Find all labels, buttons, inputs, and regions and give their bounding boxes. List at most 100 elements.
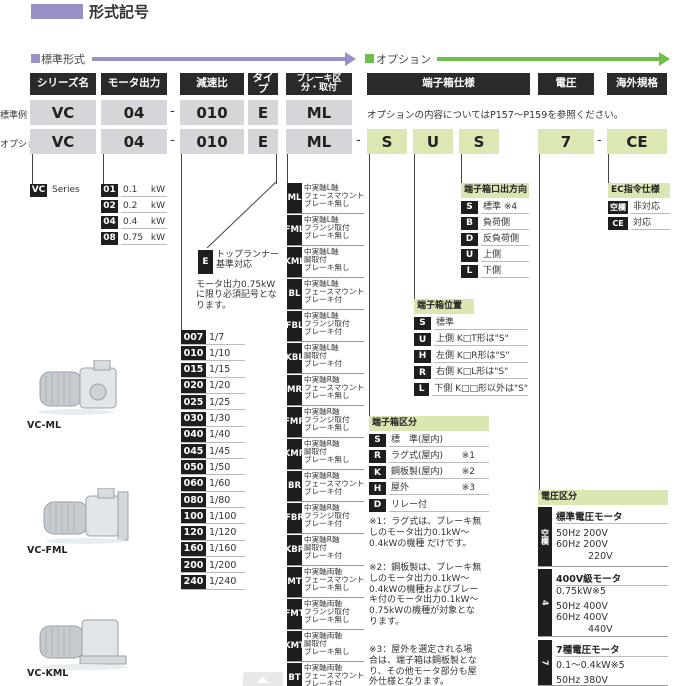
brake-code: FML [285,215,304,245]
brake-desc-line: 中実軸L軸 [304,343,339,352]
row1-output: 04 [101,100,167,125]
ratio-code: 007 [181,330,206,344]
voltage-line: 50Hz 400V [556,601,608,612]
brake-desc-line: 中実軸両軸 [304,663,342,672]
brake-desc-line: ブレーキ付 [304,678,342,686]
brake-code: KML [284,247,305,277]
brake-desc: 中実軸L軸脚取付ブレーキ無し [302,247,350,277]
output-unit: kW [150,200,165,211]
terminal-class-mark: ※3 [461,483,475,494]
terminal-class-note: ※3：屋外を選定される場合は、端子箱は鋼板製となり、その他モータ部分も屋外仕様と… [369,645,494,686]
brake-code: FBR [285,503,304,533]
terminal-class-note-line: 0.4kWの機種 だけです。 [369,538,472,549]
terminal-class-text: ラグ式(屋内) [391,450,444,461]
brake-desc-line: ブレーキ無し [304,230,350,240]
ratio-value: 1/10 [209,347,231,359]
ratio-value: 1/200 [209,559,237,571]
row1-series: VC [30,100,96,125]
brake-desc-line: 中実軸両軸 [304,567,342,576]
ec-code: 空欄 [608,200,628,214]
brake-desc: 中実軸両軸フェースマウントブレーキ付 [302,663,364,686]
terminal-class-note-line: しのモータ出力0.1kW〜 [369,573,470,584]
brake-desc-line: 中実軸R軸 [304,375,340,384]
type-e-note: モータ出力0.75kWに限り必須記号となります。 [196,280,277,311]
ratio-value: 1/100 [209,510,237,522]
terminal-position-text: 右側 K□L形は"S" [434,366,528,379]
row2-opt-class: S [367,129,407,154]
brake-code: KMT [284,631,305,661]
page-title: 形式記号 [89,3,150,21]
option-arrow-head [659,52,670,66]
output-unit: kW [150,216,165,227]
ratio-value: 1/45 [209,445,231,457]
terminal-class-text: 標 準(屋内) [391,434,444,445]
terminal-direction-code: L [461,264,478,278]
terminal-class-title: 端子箱区分 [369,416,489,431]
terminal-class-mark: ※2 [461,467,475,478]
ec-text: 非対応 [631,201,670,214]
voltage-line: 60Hz 200V [556,539,608,551]
brake-desc-line: ブレーキ付 [304,358,342,368]
header-ratio: 減速比 [180,73,244,95]
motor-ml-image [36,359,126,416]
voltage-title: 電圧区分 [538,490,668,505]
ratio-value: 1/40 [209,429,231,441]
ratio-value: 1/60 [209,478,231,490]
brake-desc-line: 中実軸L軸 [304,311,339,320]
ratio-value: 1/80 [209,494,231,506]
output-code: 04 [101,215,118,229]
ec-text: 対応 [631,217,670,230]
brake-desc-line: 脚取付 [304,542,327,552]
row1-note: オプションの内容についてはP157〜P159を参照ください。 [367,110,624,121]
terminal-direction-text: 負荷側 [481,217,529,230]
terminal-class-note-line: 合は、端子箱は鋼板製とな [369,655,477,666]
motor-kml-label: VC-KML [27,668,69,679]
terminal-class-box: 端子箱区分 [369,416,489,431]
brake-desc: 中実軸L軸フェースマウントブレーキ無し [302,183,364,213]
header-terminal: 端子箱仕様 [367,73,530,95]
voltage-name: 400V級モータ [556,571,668,586]
terminal-class-note-line: ※3：屋外を選定される場 [369,645,473,655]
terminal-position-code: S [414,316,431,330]
ratio-code: 080 [181,493,206,507]
ratio-code: 050 [181,460,206,475]
ratio-connector [181,154,182,334]
brake-desc-line: ブレーキ無し [304,614,350,624]
direction-connector [461,154,462,184]
terminal-class-note-line: 0.75kWの機種が対象とな [369,606,475,617]
type-e-code: E [198,250,213,274]
brake-desc: 中実軸R軸フェースマウントブレーキ無し [302,375,364,405]
output-unit: kW [150,232,165,243]
terminal-direction-code: B [461,216,478,230]
terminal-direction-code: S [461,200,478,214]
terminal-direction-text: 標準 ※4 [481,201,529,214]
voltage-sub: 0.75kW※5 [556,586,607,597]
brake-desc-line: ブレーキ無し [304,198,350,208]
output-code: 02 [101,199,118,213]
brake-desc-line: フランジ取付 [304,414,350,424]
brake-desc-line: フェースマウント [304,574,364,584]
terminal-position-text: 下側 K□□形以外は"S" [432,383,528,396]
scroll-top-button[interactable] [243,672,283,686]
brake-desc-line: 中実軸L軸 [304,279,339,288]
terminal-class-note-line: しのモータ出力0.1kW〜 [369,527,470,538]
ec-code: CE [608,216,628,230]
brake-desc: 中実軸L軸脚取付ブレーキ付 [302,343,342,373]
